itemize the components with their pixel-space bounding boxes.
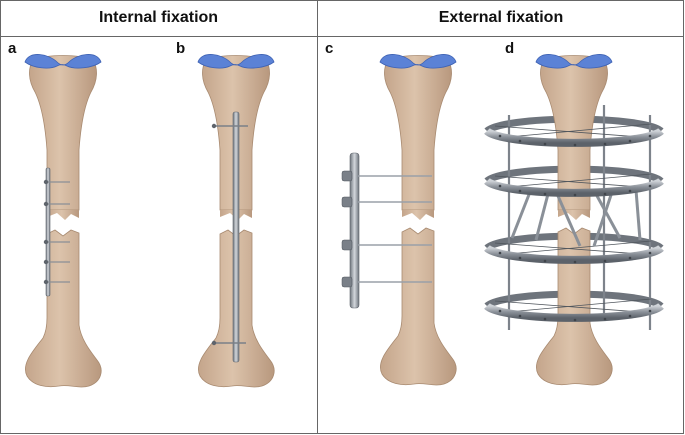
header-internal-fixation: Internal fixation <box>98 9 219 26</box>
ring-holes <box>498 134 652 322</box>
bone-a <box>24 54 102 220</box>
tension-wires <box>494 123 654 314</box>
panel-label-b: b <box>176 40 186 57</box>
cartilage-d <box>535 54 613 69</box>
cartilage-a <box>24 54 102 69</box>
fixator-c <box>341 152 432 309</box>
bone-a-distal <box>25 229 102 388</box>
panel-label-d: d <box>505 40 515 57</box>
struts <box>510 189 642 247</box>
cartilage-b <box>197 54 275 69</box>
header-divider <box>0 36 684 37</box>
plate-a <box>43 167 70 297</box>
section-divider <box>317 0 318 434</box>
header-external-fixation: External fixation <box>438 9 564 26</box>
bone-c <box>379 54 457 220</box>
bone-c-distal <box>380 227 457 386</box>
panel-label-a: a <box>8 40 17 57</box>
nail-b <box>211 111 248 363</box>
cartilage-c <box>379 54 457 69</box>
panel-label-c: c <box>325 40 334 57</box>
bone-d-distal <box>536 227 613 386</box>
